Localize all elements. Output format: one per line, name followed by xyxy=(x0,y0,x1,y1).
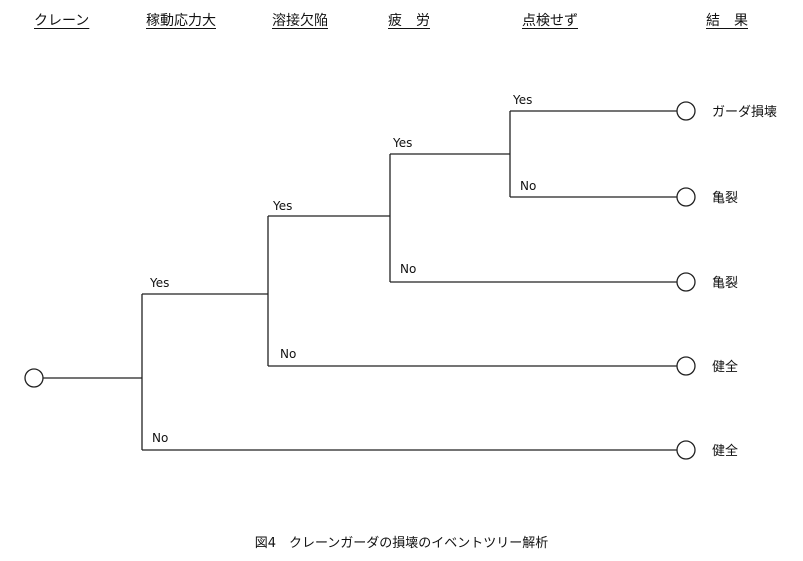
outcome-node-5 xyxy=(676,440,696,460)
split4-yes-label: Yes xyxy=(512,93,532,107)
outcome-node-1 xyxy=(676,101,696,121)
outcome-node-2 xyxy=(676,187,696,207)
header-weld-defect: 溶接欠陥 xyxy=(272,13,328,29)
outcome-label-2: 亀裂 xyxy=(712,191,738,206)
outcome-node-3 xyxy=(676,272,696,292)
split3-no-label: No xyxy=(400,262,416,276)
header-no-inspection: 点検せず xyxy=(522,13,578,29)
header-crane: クレーン xyxy=(34,13,90,29)
header-fatigue: 疲 労 xyxy=(388,13,430,29)
outcome-label-4: 健全 xyxy=(712,359,738,375)
outcome-label-1: ガーダ損壊 xyxy=(712,105,777,120)
split1-no-label: No xyxy=(152,431,168,445)
split3-yes-label: Yes xyxy=(392,136,412,150)
outcome-node-4 xyxy=(676,356,696,376)
split4-no-label: No xyxy=(520,179,536,193)
split2-no-label: No xyxy=(280,347,296,361)
figure-caption: 図4 クレーンガーダの損壊のイベントツリー解析 xyxy=(254,536,549,551)
split2-yes-label: Yes xyxy=(272,199,292,213)
outcome-label-5: 健全 xyxy=(712,443,738,459)
start-node xyxy=(24,368,44,388)
split1-yes-label: Yes xyxy=(149,276,169,290)
header-result: 結 果 xyxy=(706,13,748,29)
outcome-label-3: 亀裂 xyxy=(712,276,738,291)
header-stress: 稼動応力大 xyxy=(146,13,216,29)
